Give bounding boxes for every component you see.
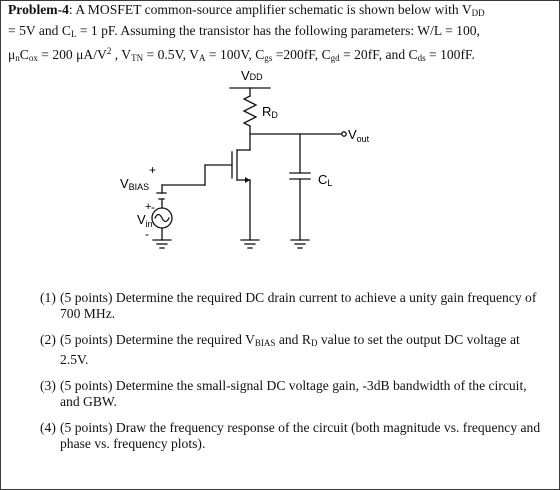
- vout-label: Vout: [348, 127, 370, 144]
- vbias-plus-sign: +: [149, 163, 156, 177]
- problem-text: : A MOSFET common-source amplifier schem…: [68, 2, 472, 17]
- vdd-label: VDD: [241, 68, 263, 83]
- question-list: (1) (5 points) Determine the required DC…: [40, 290, 545, 462]
- param-value: , V: [111, 47, 132, 62]
- question-text: (5 points) Determine the small-signal DC…: [60, 378, 527, 409]
- param-value: = 20fF, and C: [339, 47, 418, 62]
- param-value: = 0.5V, V: [143, 47, 200, 62]
- question-item: (4) (5 points) Draw the frequency respon…: [40, 420, 545, 451]
- cgd-subscript: gd: [330, 53, 340, 63]
- cl-label: CL: [318, 172, 332, 188]
- vin-minus-sign: -: [145, 227, 149, 241]
- vtn-subscript: TN: [131, 53, 144, 63]
- circuit-schematic: VDD RD Vout CL VBIAS + - + Vin -: [120, 68, 370, 249]
- mu-subscript: n: [15, 53, 20, 63]
- question-number: (2): [40, 332, 56, 347]
- problem-text: = 1 pF. Assuming the transistor has the …: [76, 23, 480, 38]
- rd-resistor: [242, 95, 258, 127]
- cl-subscript: L: [70, 29, 77, 39]
- sine-wave-icon: [154, 213, 170, 223]
- question-text: (5 points) Determine the required VBIAS …: [60, 332, 545, 367]
- vbias-minus-sign: -: [151, 200, 155, 214]
- question-text-part: value to set the output DC voltage at 2.…: [60, 332, 520, 367]
- question-number: (1): [40, 290, 56, 305]
- problem-line-3: μnCox = 200 μA/V2 , VTN = 0.5V, VA = 100…: [8, 43, 553, 67]
- problem-text: = 5V and C: [8, 23, 71, 38]
- vdd-subscript: DD: [471, 8, 485, 18]
- cgs-subscript: gs: [264, 53, 273, 63]
- mosfet-arrow-icon: [245, 177, 250, 183]
- vin-plus-sign: +: [145, 201, 151, 213]
- problem-statement: Problem-4: A MOSFET common-source amplif…: [8, 1, 553, 67]
- question-text: (5 points) Draw the frequency response o…: [60, 420, 541, 451]
- cds-subscript: ds: [417, 53, 426, 63]
- vbias-subscript: BIAS: [254, 338, 276, 348]
- question-number: (3): [40, 378, 56, 393]
- cox-symbol: C: [19, 47, 29, 62]
- squared-superscript: 2: [106, 46, 112, 56]
- cox-subscript: ox: [28, 53, 38, 63]
- param-value: = 200 μA/V: [37, 47, 107, 62]
- question-item: (2) (5 points) Determine the required VB…: [40, 332, 545, 367]
- question-item: (3) (5 points) Determine the small-signa…: [40, 378, 545, 409]
- problem-label: Problem-4: [8, 2, 69, 17]
- problem-line-1: Problem-4: A MOSFET common-source amplif…: [8, 1, 553, 22]
- question-item: (1) (5 points) Determine the required DC…: [40, 290, 545, 321]
- param-value: = 100fF.: [425, 47, 475, 62]
- question-text-part: and R: [275, 332, 311, 347]
- va-subscript: A: [199, 53, 206, 63]
- mu-symbol: μ: [8, 47, 16, 62]
- vout-terminal: [341, 131, 347, 137]
- vin-label: Vin: [137, 212, 153, 229]
- vbias-label: VBIAS: [120, 176, 149, 192]
- param-value: = 100V, C: [205, 47, 265, 62]
- param-value: =200fF, C: [272, 47, 331, 62]
- problem-line-2: = 5V and CL = 1 pF. Assuming the transis…: [8, 22, 553, 43]
- rd-label: RD: [262, 104, 278, 120]
- question-number: (4): [40, 420, 56, 435]
- question-text-part: (5 points) Determine the required V: [60, 332, 255, 347]
- question-text: (5 points) Determine the required DC dra…: [60, 290, 537, 321]
- rd-subscript: D: [310, 338, 318, 348]
